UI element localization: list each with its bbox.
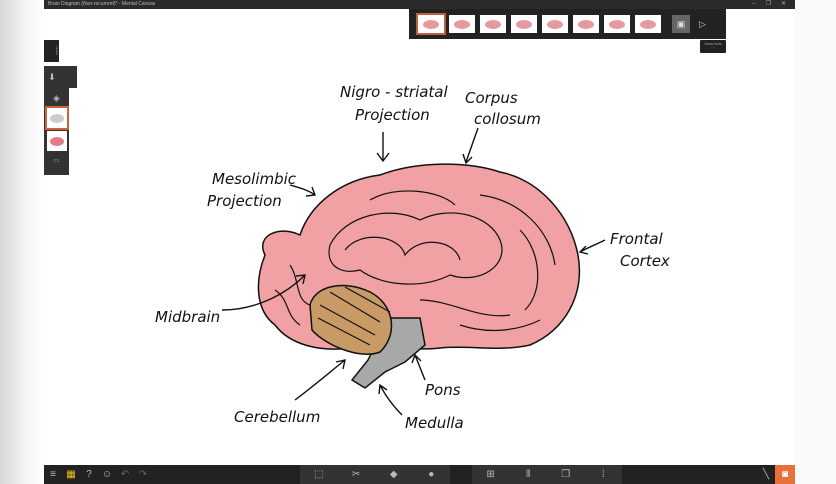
- thumbnail[interactable]: [604, 15, 630, 33]
- help-icon[interactable]: ?: [86, 469, 92, 480]
- layer-controls: ⬇: [44, 66, 77, 88]
- background-blur: [0, 0, 44, 484]
- add-canvas-icon[interactable]: ⊞: [486, 469, 495, 480]
- tooltip: Show tools⋯: [700, 40, 726, 53]
- minimize-button[interactable]: –: [752, 1, 756, 7]
- select-icon[interactable]: ⬚: [314, 469, 324, 480]
- copy-icon[interactable]: ❐: [561, 469, 571, 480]
- label-frontal: Frontal: [610, 230, 664, 248]
- layers-tab[interactable]: Layers: [44, 40, 59, 62]
- label-pons: Pons: [425, 381, 461, 399]
- window-title: Brain Diagram (Non-recurrent)* - Mental …: [48, 1, 156, 7]
- fill-icon[interactable]: ◆: [389, 469, 398, 480]
- divider-icon[interactable]: ⦀: [526, 469, 531, 480]
- capture-frame-icon[interactable]: ▣: [672, 15, 690, 33]
- thumbnail[interactable]: [635, 15, 661, 33]
- layer-settings-icon[interactable]: ▭: [53, 158, 60, 164]
- layers-panel: ◈ ▭: [44, 88, 69, 175]
- tooltip-text: Show tools: [704, 42, 722, 46]
- thumbnail[interactable]: [511, 15, 537, 33]
- bottom-toolbar: ≡ ▦ ? ☺ ↶ ↷ ⬚ ✂ ◆ ● ⊞ ⦀ ❐ ⁞ ╲ ◙: [44, 465, 795, 484]
- thumbnail[interactable]: [449, 15, 475, 33]
- label-cortex: Cortex: [620, 252, 670, 270]
- canvas-tools: ⊞ ⦀ ❐ ⁞: [472, 465, 622, 484]
- apps-icon[interactable]: ▦: [66, 469, 76, 480]
- cerebellum: [309, 284, 393, 355]
- color-icon[interactable]: ●: [428, 469, 435, 480]
- title-bar: Brain Diagram (Non-recurrent)* - Mental …: [44, 0, 795, 9]
- background-margin: [795, 0, 836, 484]
- thumbnail[interactable]: [416, 13, 446, 35]
- layer-thumbnail[interactable]: [44, 106, 69, 130]
- label-cerebellum: Cerebellum: [234, 408, 320, 426]
- share-icon[interactable]: ☺: [101, 469, 113, 480]
- camera-icon[interactable]: ◙: [775, 465, 795, 484]
- menu-icon[interactable]: ≡: [50, 469, 56, 480]
- redo-icon[interactable]: ↷: [138, 469, 148, 480]
- layer-thumbnail[interactable]: [46, 131, 67, 151]
- thumbnail[interactable]: [480, 15, 506, 33]
- label-nigro-projection: Projection: [355, 106, 430, 124]
- stack-icon[interactable]: ⬇: [48, 72, 56, 82]
- play-next-icon[interactable]: ▷: [699, 18, 706, 29]
- selection-tools: ⬚ ✂ ◆ ●: [300, 465, 450, 484]
- window-controls: – ❐ ✕: [752, 0, 792, 9]
- label-meso-projection: Projection: [207, 192, 282, 210]
- arrows: [221, 127, 606, 416]
- cut-icon[interactable]: ✂: [352, 469, 361, 480]
- label-collosum: collosum: [474, 110, 541, 128]
- thumbnail[interactable]: [542, 15, 568, 33]
- pen-icon[interactable]: ╲: [762, 469, 770, 480]
- layers-tab-label: Layers: [55, 46, 59, 56]
- label-nigro-striatal: Nigro - striatal: [340, 83, 448, 101]
- thumbnail[interactable]: [573, 15, 599, 33]
- label-mesolimbic: Mesolimbic: [212, 170, 297, 188]
- label-medulla: Medulla: [405, 414, 464, 432]
- restore-button[interactable]: ❐: [765, 1, 771, 7]
- undo-icon[interactable]: ↶: [120, 469, 130, 480]
- label-corpus: Corpus: [465, 89, 518, 107]
- label-midbrain: Midbrain: [155, 308, 220, 326]
- resize-icon[interactable]: ⁞: [601, 469, 605, 480]
- close-button[interactable]: ✕: [780, 1, 786, 7]
- filmstrip: ▣ ▷: [409, 9, 726, 39]
- layers-icon[interactable]: ◈: [53, 93, 60, 103]
